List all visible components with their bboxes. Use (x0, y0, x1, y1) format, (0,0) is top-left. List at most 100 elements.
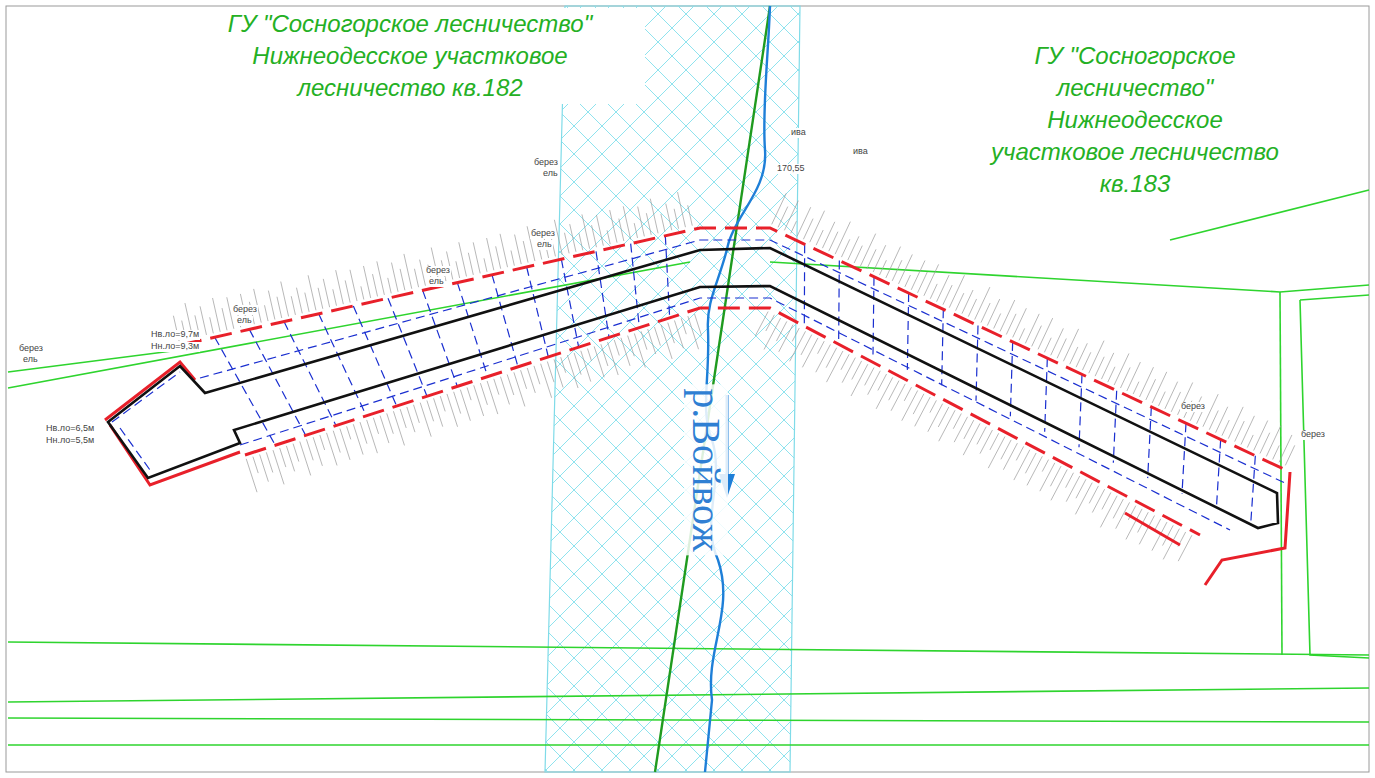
slope-hatching-part (293, 444, 299, 462)
slope-hatching-part (797, 207, 811, 236)
cell-grid-part (200, 240, 1285, 483)
tree-note: ива (790, 128, 807, 138)
slope-hatching-part (507, 374, 514, 395)
slope-hatching-part (695, 314, 702, 336)
slope-hatching-part (521, 370, 527, 389)
cell-grid-part (527, 267, 549, 357)
slope-hatching-part (523, 241, 528, 263)
cell-grid-part (423, 290, 458, 386)
slope-hatching-part (308, 275, 316, 310)
elevation-mark: 170,55 (776, 164, 806, 174)
boundary-lines-part (8, 718, 1369, 722)
slope-hatching-part (851, 364, 868, 396)
slope-hatching-part (281, 282, 289, 317)
slope-hatching-part (454, 392, 461, 414)
slope-hatching-part (852, 361, 862, 380)
slope-hatching-part (841, 239, 849, 257)
slope-hatching-part (868, 371, 881, 395)
slope-hatching-part (1006, 314, 1016, 335)
boundary-lines-part (1300, 295, 1369, 300)
slope-hatching-part (1209, 410, 1218, 429)
slope-hatching-part (802, 338, 818, 367)
slope-hatching-part (1100, 496, 1117, 528)
slope-hatching-part (1025, 453, 1036, 473)
cell-grid-part (1045, 358, 1048, 432)
tree-note: берез (1300, 430, 1326, 440)
slope-hatching-part (400, 409, 406, 428)
slope-hatching-part (1040, 463, 1055, 491)
slope-hatching-part (574, 353, 581, 375)
slope-hatching-part (621, 338, 630, 366)
slope-hatching-part (905, 275, 911, 287)
slope-hatching-part (865, 367, 874, 385)
slope-hatching-part (619, 219, 624, 241)
slope-hatching-part (333, 431, 340, 453)
slope-hatching-part (981, 303, 990, 323)
slope-hatching-part (778, 207, 788, 228)
slope-hatching-part (564, 233, 569, 254)
slope-hatching-part (570, 224, 576, 252)
slope-hatching-part (1089, 341, 1104, 374)
slope-hatching-part (987, 299, 999, 325)
slope-hatching-part (610, 210, 617, 242)
slope-hatching-part (641, 331, 647, 349)
slope-hatching-part (1019, 328, 1025, 340)
slope-hatching (173, 192, 1294, 561)
slope-hatching-part (994, 314, 1001, 329)
cell-grid-part (804, 244, 806, 323)
slope-hatching-part (937, 275, 950, 302)
slope-hatching-part (1285, 445, 1294, 465)
slope-hatching-part (373, 418, 378, 434)
slope-hatching-part (350, 270, 357, 301)
slope-hatching-part (822, 222, 834, 248)
slope-hatching-part (554, 359, 563, 387)
slope-hatching-part (547, 362, 554, 383)
slope-hatching-part (842, 358, 855, 383)
slope-hatching-part (1266, 426, 1280, 457)
slope-hatching-part (286, 446, 294, 472)
cell-grid-part (907, 293, 908, 370)
cell-grid-part (284, 322, 336, 426)
slope-hatching-part (638, 207, 645, 237)
slope-hatching-part (826, 351, 842, 382)
slope-hatching-part (854, 246, 862, 263)
slope-hatching-part (480, 383, 487, 405)
slope-hatching-part (456, 261, 460, 278)
slope-hatching-part (213, 298, 221, 332)
slope-hatching-part (772, 193, 787, 224)
depth-note: Нн.ло=5,5м (45, 436, 95, 446)
slope-hatching-part (1082, 352, 1090, 370)
cell-grid-part (1079, 374, 1082, 447)
slope-hatching-part (977, 427, 986, 445)
slope-hatching-part (902, 390, 918, 420)
slope-hatching-part (1140, 367, 1154, 397)
tree-note: ель (428, 277, 445, 287)
slope-hatching-part (407, 407, 415, 432)
slope-hatching-part (487, 238, 494, 270)
slope-hatching-part (496, 246, 501, 268)
slope-hatching-part (484, 258, 487, 272)
tree-note: берез (1180, 402, 1206, 412)
cell-grid-part (942, 309, 944, 385)
slope-hatching-part (674, 320, 683, 348)
slope-hatching-part (582, 214, 590, 248)
slope-hatching-part (913, 394, 924, 414)
slope-hatching-part (826, 348, 837, 368)
slope-hatching-part (361, 286, 364, 299)
work-boundary-part (180, 228, 1290, 472)
cell-grid-part (1251, 456, 1256, 525)
slope-hatching-part (1075, 483, 1092, 515)
slope-hatching-part (953, 414, 961, 429)
slope-hatching-part (1016, 446, 1023, 460)
slope-hatching-part (930, 284, 937, 299)
slope-hatching-part (678, 192, 686, 227)
slope-hatching-part (634, 223, 637, 238)
slope-hatching-part (1014, 450, 1030, 480)
cell-grid-part (240, 298, 1230, 530)
slope-hatching-part (500, 234, 508, 267)
slope-hatching-part (867, 249, 876, 269)
slope-hatching-part (1146, 379, 1156, 400)
slope-hatching-part (200, 306, 206, 335)
slope-hatching-part (776, 321, 786, 341)
